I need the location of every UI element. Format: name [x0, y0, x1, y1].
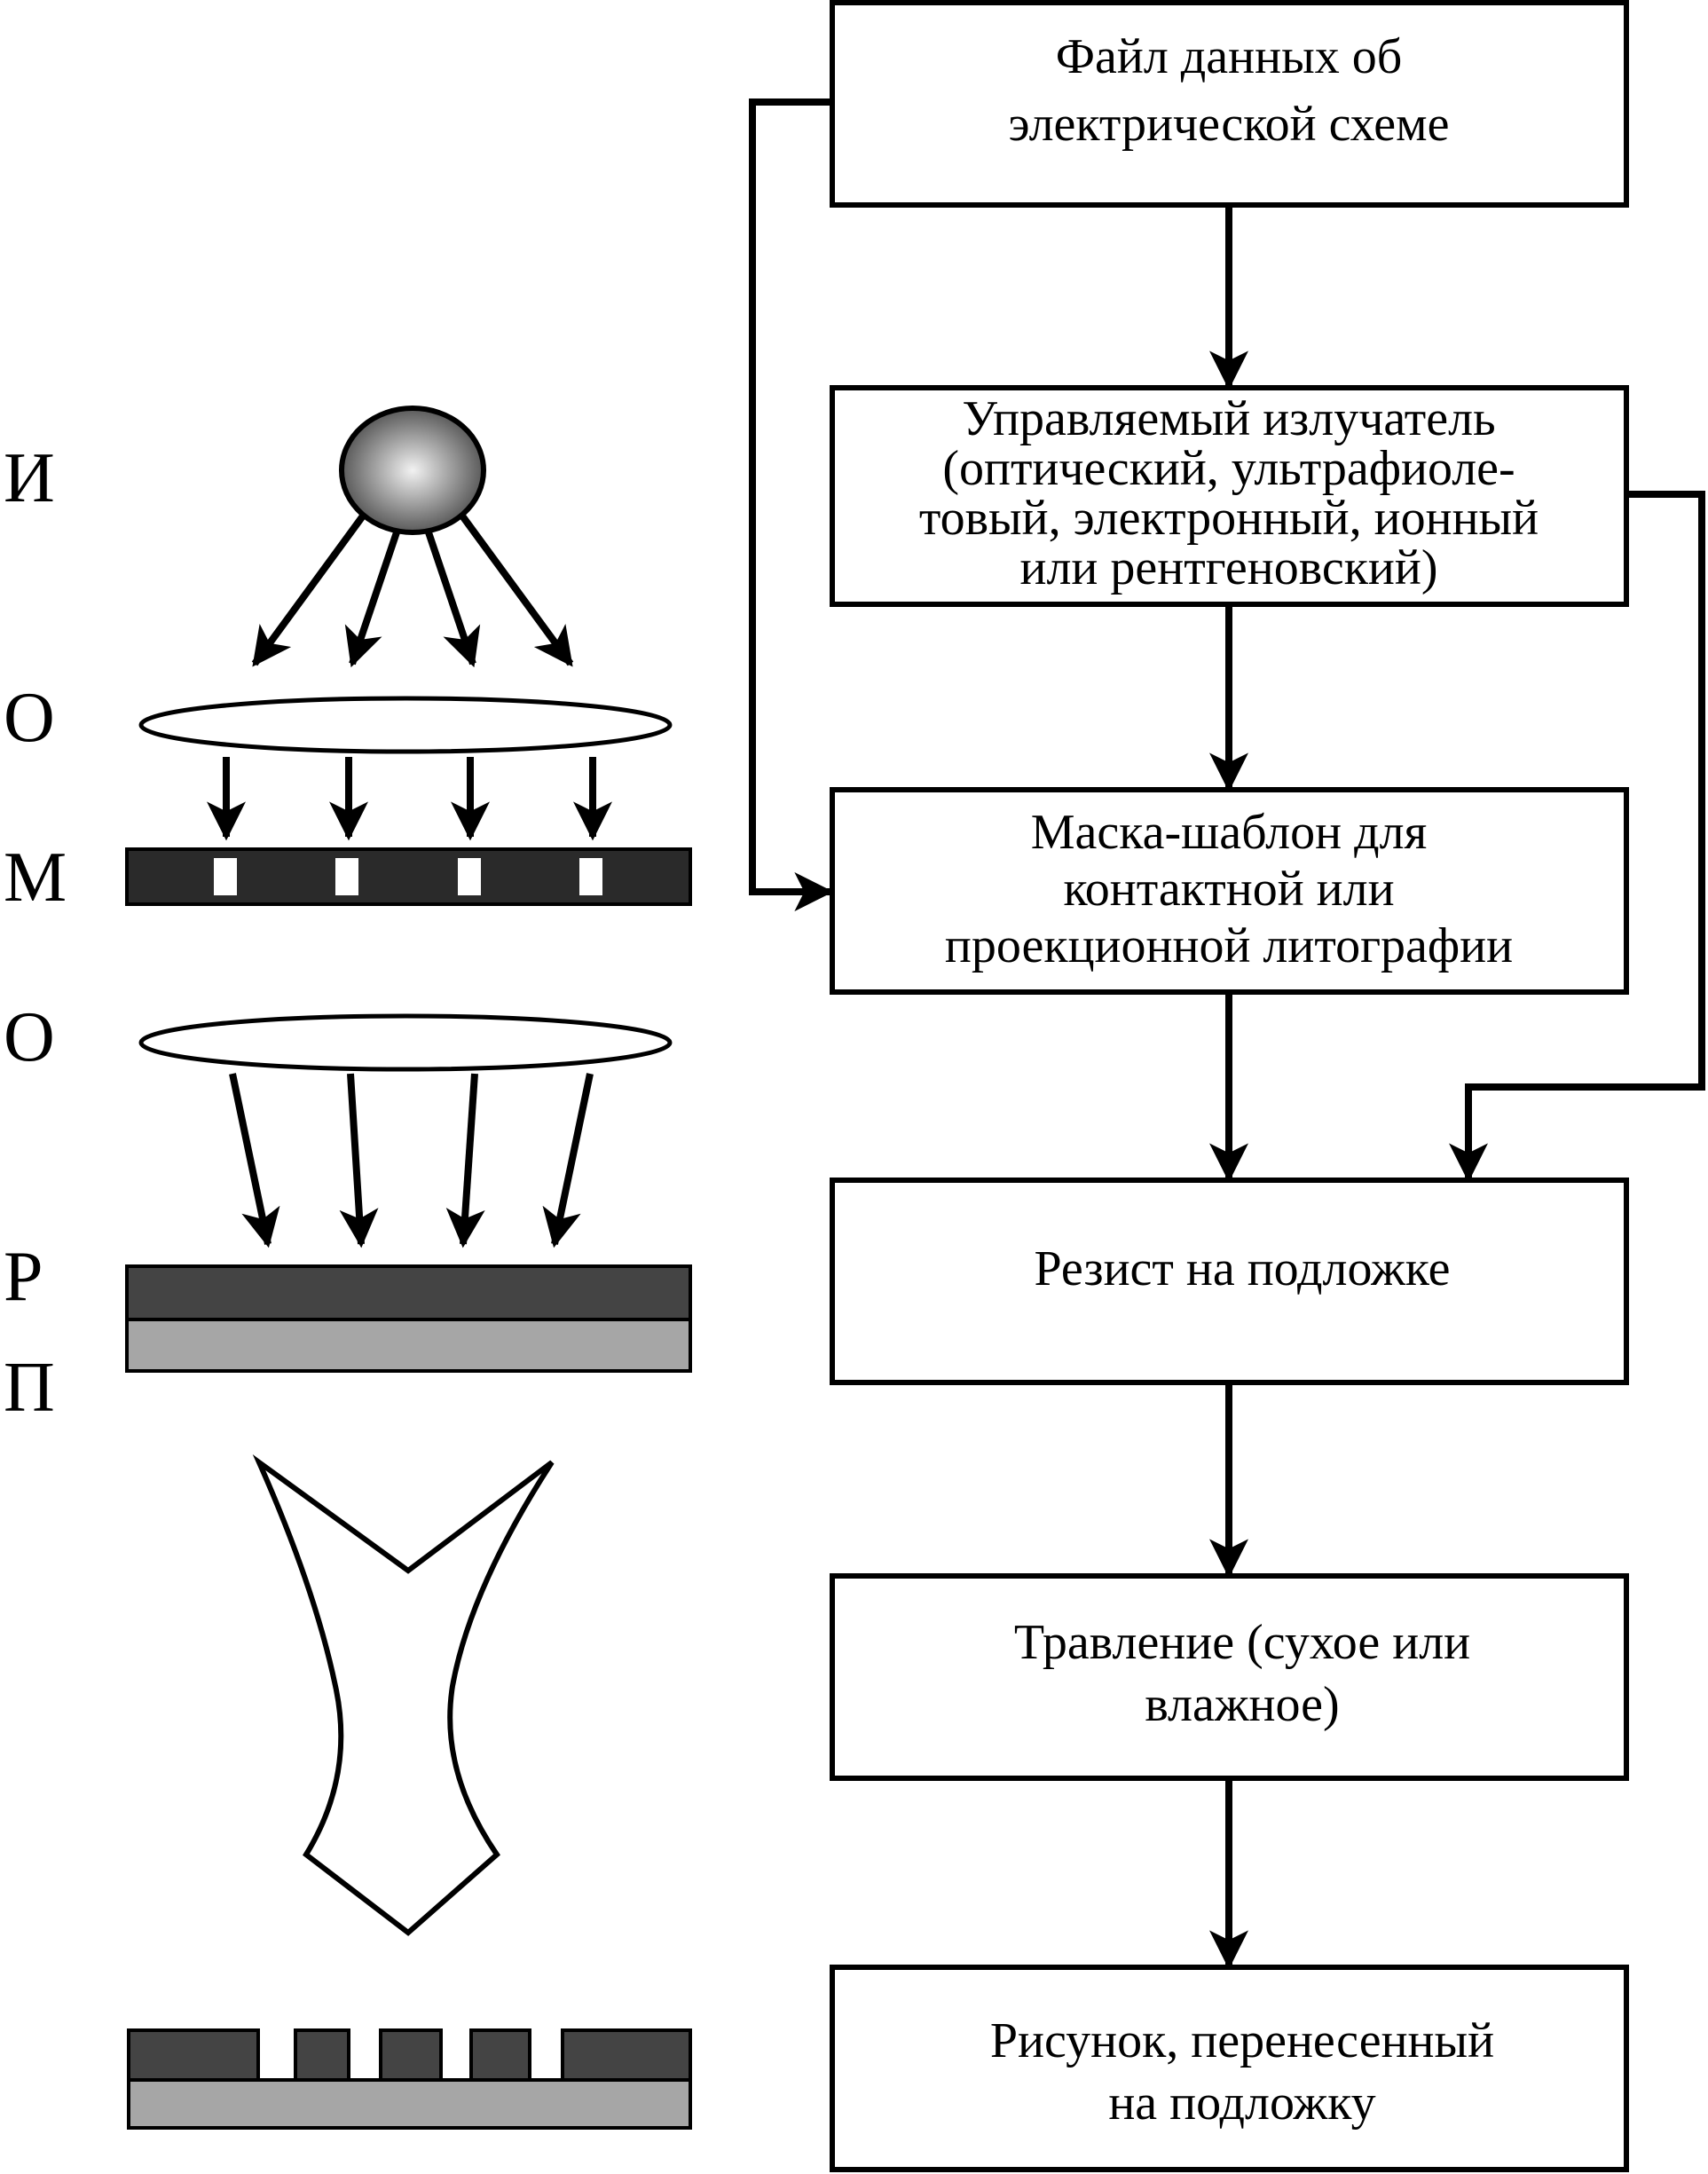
box-emitter-line-3: товый, электронный, ионный — [919, 491, 1539, 546]
lens-top — [138, 696, 673, 754]
mask-opening-2 — [335, 858, 358, 895]
box-data-file: Файл данных об электрической схеме — [830, 0, 1629, 208]
pattern-substrate-base — [127, 2078, 692, 2130]
mask-opening-1 — [214, 858, 237, 895]
arrow-data-file-to-mask — [749, 98, 834, 911]
box-mask-template-line-1: Маска-шаблон для — [1031, 805, 1428, 860]
box-mask-template: Маска-шаблон для контактной или проекцио… — [830, 787, 1629, 995]
label-optics-top: О — [4, 679, 55, 757]
pattern-segment-3 — [379, 2028, 443, 2082]
label-optics-bottom: О — [4, 998, 55, 1076]
box-mask-template-line-2: контактной или — [1063, 862, 1394, 917]
box-emitter-line-1: Управляемый излучатель — [962, 391, 1495, 446]
box-etching: Травление (сухое или влажное) — [830, 1573, 1629, 1781]
lens-bottom — [138, 1013, 673, 1072]
process-arrow — [252, 1454, 555, 1936]
box-emitter-line-4: или рентгеновский) — [1020, 540, 1438, 595]
source-ray-1 — [251, 512, 367, 667]
box-mask-template-line-3: проекционной литографии — [945, 918, 1513, 973]
lens-bottom-ray-2 — [339, 1073, 379, 1248]
pattern-segment-1 — [127, 2028, 260, 2082]
box-data-file-line-1: Файл данных об — [1056, 29, 1402, 84]
lens-bottom-ray-4 — [542, 1073, 594, 1248]
lens-bottom-ray-3 — [445, 1073, 485, 1248]
label-substrate: П — [4, 1349, 55, 1427]
box-pattern-line-2: на подложку — [1108, 2076, 1375, 2131]
box-pattern-transferred: Рисунок, перенесенный на подложку — [830, 1965, 1629, 2172]
pattern-segment-4 — [469, 2028, 531, 2082]
box-emitter-line-2: (оптический, ультрафиоле- — [942, 441, 1515, 496]
mask-opening-4 — [579, 858, 602, 895]
label-mask: М — [4, 839, 67, 917]
label-source: И — [4, 439, 55, 517]
box-pattern-line-1: Рисунок, перенесенный — [990, 2013, 1494, 2068]
label-resist: Р — [4, 1238, 43, 1316]
mask-opening-3 — [458, 858, 481, 895]
pattern-segment-2 — [294, 2028, 350, 2082]
box-emitter: Управляемый излучатель (оптический, ульт… — [830, 385, 1629, 607]
source-ray-2 — [344, 531, 400, 668]
arrow-emitter-to-resist — [1449, 491, 1705, 1183]
resist-layer — [125, 1264, 692, 1321]
source-ray-3 — [425, 531, 481, 668]
substrate-layer — [125, 1318, 692, 1373]
box-resist-on-substrate: Резист на подложке — [830, 1178, 1629, 1385]
lens-bottom-ray-1 — [229, 1073, 280, 1248]
mask-plate — [125, 847, 692, 906]
source-ray-4 — [458, 512, 574, 667]
radiation-source — [339, 406, 486, 535]
box-etching-line-2: влажное) — [1145, 1677, 1339, 1732]
pattern-segment-5 — [561, 2028, 692, 2082]
box-etching-line-1: Травление (сухое или — [1014, 1615, 1470, 1670]
patterned-substrate — [127, 2028, 692, 2130]
box-resist-line-1: Резист на подложке — [1035, 1241, 1451, 1296]
box-data-file-line-2: электрической схеме — [1009, 97, 1450, 152]
